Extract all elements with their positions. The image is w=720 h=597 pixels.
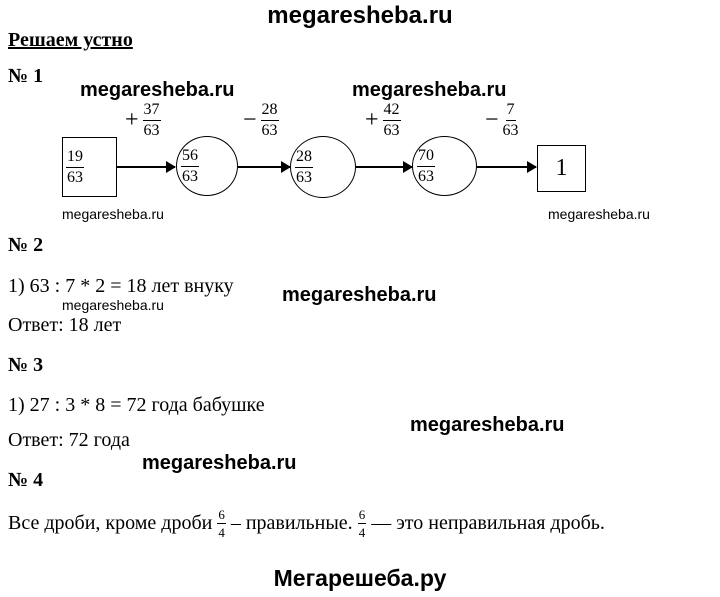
task2-label: № 2	[8, 234, 44, 256]
section-title: Решаем устно	[8, 29, 133, 51]
text: – правильные.	[230, 512, 353, 534]
denominator: 63	[261, 122, 278, 139]
site-header: megaresheba.ru	[267, 2, 453, 29]
task3-solution: 1) 27 : 3 * 8 = 72 года бабушке	[8, 394, 265, 416]
numerator: 28	[295, 148, 313, 168]
end-box: 1	[537, 145, 586, 192]
footer: Мегарешеба.ру	[273, 565, 447, 591]
numerator: 37	[142, 102, 161, 121]
numerator: 28	[260, 102, 279, 121]
numerator: 19	[66, 148, 84, 168]
text: — это неправильная дробь.	[371, 512, 605, 534]
numerator: 56	[181, 147, 199, 167]
numerator: 70	[417, 147, 435, 167]
denominator: 63	[418, 167, 434, 185]
task1-label: № 1	[8, 65, 44, 87]
denominator: 63	[67, 168, 83, 186]
denominator: 63	[182, 167, 198, 185]
denominator: 63	[383, 122, 400, 139]
task3-answer: Ответ: 72 года	[8, 429, 130, 451]
arrow	[117, 161, 176, 173]
numerator: 42	[382, 102, 401, 121]
op-sign: +	[125, 107, 139, 133]
numerator: 6	[357, 507, 367, 524]
denominator: 63	[296, 168, 312, 186]
watermark: megaresheba.ru	[410, 414, 565, 436]
watermark: megaresheba.ru	[80, 79, 235, 101]
denominator: 63	[143, 122, 160, 139]
watermark: megaresheba.ru	[62, 206, 164, 222]
denominator: 63	[502, 122, 519, 139]
text: Все дроби, кроме дроби	[8, 512, 213, 534]
task4-label: № 4	[8, 469, 44, 491]
numerator: 6	[217, 507, 226, 524]
op-sign: −	[485, 107, 499, 133]
watermark: megaresheba.ru	[352, 79, 507, 101]
task2-solution: 1) 63 : 7 * 2 = 18 лет внуку	[8, 275, 234, 297]
op-sign: −	[243, 107, 257, 133]
watermark: megaresheba.ru	[282, 284, 437, 306]
watermark: megaresheba.ru	[548, 206, 650, 222]
op-sign: +	[365, 107, 379, 133]
arrow	[238, 161, 291, 173]
task3-label: № 3	[8, 354, 44, 376]
watermark: megaresheba.ru	[62, 297, 164, 313]
task2-answer: Ответ: 18 лет	[8, 314, 122, 336]
watermark: megaresheba.ru	[142, 452, 297, 474]
numerator: 7	[505, 102, 516, 121]
arrow	[477, 161, 537, 173]
arrow	[356, 161, 413, 173]
denominator: 4	[358, 525, 366, 540]
denominator: 4	[218, 525, 225, 540]
